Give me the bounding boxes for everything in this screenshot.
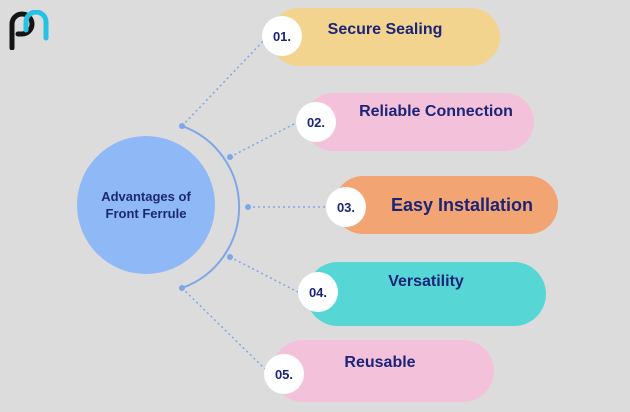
item-number-badge-4: 04.	[298, 272, 338, 312]
item-number-badge-2: 02.	[296, 102, 336, 142]
item-label-5: Reusable	[344, 354, 416, 371]
item-label-3: Easy Installation	[390, 194, 534, 215]
item-pill-3: Easy Installation	[334, 176, 558, 234]
connector-line-2	[229, 121, 299, 158]
item-pill-2: Reliable Connection	[304, 93, 534, 151]
connector-line-1	[181, 35, 269, 127]
item-label-1: Secure Sealing	[327, 21, 443, 38]
item-pill-1: Secure Sealing	[270, 8, 500, 66]
item-label-4: Versatility	[388, 273, 464, 290]
item-pill-4: Versatility	[306, 262, 546, 326]
hub-arc	[181, 125, 241, 289]
logo-stroke-cyan	[23, 10, 49, 41]
logo-stroke-dark	[9, 11, 35, 50]
hub-title: Advantages of Front Ferrule	[101, 189, 191, 221]
item-number-badge-3: 03.	[326, 187, 366, 227]
item-number-badge-5: 05.	[264, 354, 304, 394]
item-label-2: Reliable Connection	[359, 103, 513, 120]
connector-dot-4	[227, 254, 233, 260]
item-number-4: 04.	[308, 284, 328, 300]
brand-logo-icon	[9, 10, 49, 50]
connector-dot-5	[179, 285, 185, 291]
connector-line-4	[229, 256, 299, 293]
connector-dot-2	[227, 154, 233, 160]
item-number-badge-1: 01.	[262, 16, 302, 56]
hub-circle: Advantages of Front Ferrule	[77, 136, 215, 274]
connector-line-5	[181, 287, 267, 371]
item-pill-5: Reusable	[272, 340, 494, 402]
item-number-1: 01.	[272, 28, 292, 44]
connector-dot-3	[245, 204, 251, 210]
connector-dot-1	[179, 123, 185, 129]
item-number-5: 05.	[274, 366, 294, 382]
item-number-3: 03.	[336, 199, 356, 215]
item-number-2: 02.	[306, 114, 326, 130]
